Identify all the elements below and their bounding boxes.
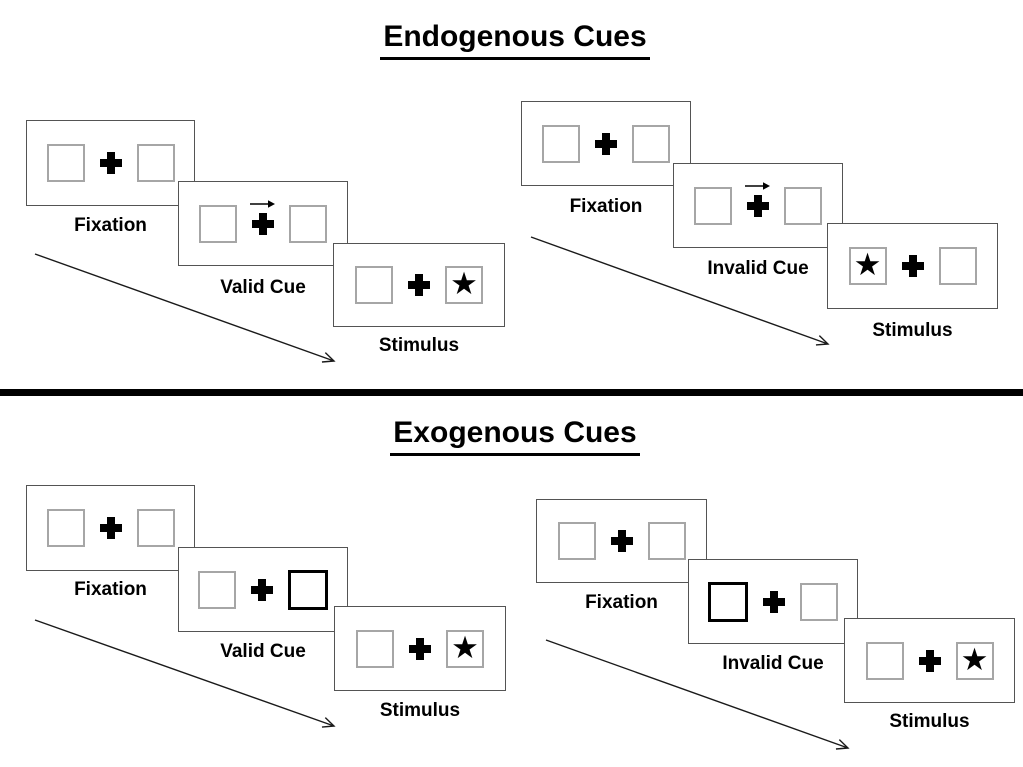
exogenous-valid-fixation-label: Fixation — [74, 579, 147, 600]
left-placeholder-box — [356, 629, 394, 668]
right-placeholder-box — [938, 247, 977, 285]
exogenous-section-title: Exogenous Cues — [7, 416, 1023, 456]
right-placeholder-box — [136, 144, 175, 182]
fixation-cross-icon — [901, 255, 924, 277]
endogenous-valid-stimulus-panel: ★ — [333, 243, 505, 327]
left-placeholder-box — [199, 204, 237, 243]
cue-highlight-box-left — [708, 581, 748, 622]
left-placeholder-box — [355, 266, 393, 304]
endogenous-valid-fixation-panel — [26, 120, 195, 206]
fixation-cross-icon — [610, 530, 633, 552]
fixation-area — [745, 181, 770, 217]
fixation-area — [901, 255, 924, 277]
target-star-icon: ★ — [450, 266, 478, 301]
fixation-cross-icon — [99, 517, 122, 539]
fixation-cross-icon — [918, 649, 941, 672]
exogenous-valid-stimulus-panel: ★ — [334, 606, 506, 691]
fixation-area — [408, 274, 430, 296]
right-placeholder-box — [647, 522, 686, 560]
fixation-area — [251, 578, 273, 601]
fixation-cross-icon — [99, 152, 122, 174]
exogenous-invalid-invalid-cue-label: Invalid Cue — [722, 653, 824, 674]
right-placeholder-box: ★ — [446, 629, 484, 668]
exogenous-valid-stimulus-label: Stimulus — [379, 700, 461, 721]
left-placeholder-box — [542, 124, 580, 163]
target-star-icon: ★ — [853, 247, 882, 282]
exogenous-title-text: Exogenous Cues — [390, 416, 640, 456]
fixation-area — [595, 132, 617, 155]
endogenous-invalid-stimulus-label: Stimulus — [872, 320, 953, 341]
timeline-arrow — [34, 619, 336, 728]
exogenous-valid-fixation-panel — [26, 485, 195, 571]
left-placeholder-box — [865, 641, 904, 680]
fixation-area — [763, 590, 785, 613]
endogenous-valid-valid-cue-label: Valid Cue — [220, 277, 306, 298]
endogenous-invalid-fixation-label: Fixation — [569, 196, 643, 217]
left-placeholder-box — [46, 509, 85, 547]
cue-direction-arrow-icon — [744, 179, 772, 197]
cue-highlight-box-right — [288, 569, 328, 610]
timeline-arrow — [530, 236, 830, 346]
left-placeholder-box — [46, 144, 85, 182]
left-placeholder-box — [198, 570, 236, 609]
endogenous-invalid-invalid-cue-panel — [673, 163, 843, 248]
right-placeholder-box — [632, 124, 670, 163]
target-star-icon: ★ — [960, 641, 989, 677]
exogenous-invalid-fixation-label: Fixation — [585, 592, 658, 613]
right-placeholder-box — [289, 204, 327, 243]
endogenous-invalid-invalid-cue-label: Invalid Cue — [707, 258, 809, 279]
fixation-area — [99, 517, 122, 539]
endogenous-valid-valid-cue-panel — [178, 181, 348, 266]
endogenous-invalid-fixation-panel — [521, 101, 691, 186]
right-placeholder-box: ★ — [955, 641, 994, 680]
fixation-area — [250, 199, 275, 235]
right-placeholder-box — [800, 582, 838, 621]
exogenous-invalid-stimulus-panel: ★ — [844, 618, 1015, 703]
exogenous-valid-valid-cue-panel — [178, 547, 348, 632]
left-placeholder-box: ★ — [848, 247, 887, 285]
fixation-cross-icon — [763, 590, 785, 613]
fixation-cross-icon — [595, 132, 617, 155]
endogenous-section-title: Endogenous Cues — [7, 20, 1023, 60]
left-placeholder-box — [557, 522, 596, 560]
right-placeholder-box — [136, 509, 175, 547]
endogenous-valid-fixation-label: Fixation — [74, 215, 147, 236]
exogenous-invalid-stimulus-label: Stimulus — [889, 711, 970, 732]
fixation-area — [99, 152, 122, 174]
left-placeholder-box — [694, 186, 732, 225]
endogenous-invalid-stimulus-panel: ★ — [827, 223, 998, 309]
cue-direction-arrow-icon — [249, 197, 277, 215]
fixation-cross-icon — [252, 212, 274, 235]
fixation-area — [409, 637, 431, 660]
endogenous-title-text: Endogenous Cues — [380, 20, 650, 60]
right-placeholder-box — [784, 186, 822, 225]
timeline-arrow — [34, 253, 336, 363]
fixation-cross-icon — [251, 578, 273, 601]
fixation-cross-icon — [747, 194, 769, 217]
section-divider — [0, 389, 1023, 396]
fixation-cross-icon — [408, 274, 430, 296]
fixation-cross-icon — [409, 637, 431, 660]
fixation-area — [610, 530, 633, 552]
exogenous-valid-valid-cue-label: Valid Cue — [220, 641, 306, 662]
exogenous-invalid-fixation-panel — [536, 499, 707, 583]
target-star-icon: ★ — [451, 629, 479, 665]
exogenous-invalid-invalid-cue-panel — [688, 559, 858, 644]
timeline-arrow — [545, 639, 850, 750]
right-placeholder-box: ★ — [445, 266, 483, 304]
endogenous-valid-stimulus-label: Stimulus — [378, 335, 460, 356]
fixation-area — [918, 649, 941, 672]
